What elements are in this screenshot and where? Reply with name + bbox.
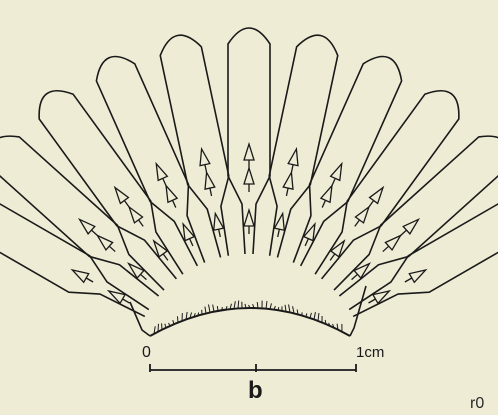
- blade-spine: [244, 210, 254, 234]
- blade-spine: [369, 291, 390, 303]
- receptacle-hair: [205, 307, 206, 314]
- scale-end-label: 1cm: [356, 345, 384, 360]
- blade: [315, 91, 459, 279]
- blade-spine: [97, 235, 115, 251]
- blade-outline: [349, 190, 498, 317]
- receptacle-hair: [213, 305, 214, 312]
- base-receptacle: [130, 286, 366, 336]
- blade: [96, 56, 204, 265]
- receptacle-hair: [234, 301, 235, 308]
- blade-spine: [200, 149, 210, 172]
- blade-spine: [156, 164, 167, 186]
- blade-spine: [369, 188, 383, 207]
- blade: [160, 35, 229, 257]
- receptacle-hair: [177, 316, 178, 322]
- blade: [349, 190, 498, 317]
- blade-spine: [154, 241, 168, 260]
- blade-spine: [129, 207, 143, 226]
- blade-spine: [115, 188, 129, 207]
- blade-outline: [0, 190, 149, 317]
- receptacle-hair: [266, 301, 267, 309]
- receptacle-hair: [198, 312, 199, 315]
- blade-spine: [244, 168, 254, 192]
- blade-spine: [383, 235, 401, 251]
- blade: [293, 56, 401, 265]
- receptacle-hair: [238, 300, 239, 308]
- blade-spine: [109, 291, 130, 303]
- scale-bar: [150, 364, 356, 372]
- blade-spine: [352, 264, 370, 280]
- receptacle-arc: [150, 308, 350, 336]
- blade-spine: [321, 186, 332, 208]
- blade: [0, 190, 149, 317]
- blade-spine: [166, 186, 177, 208]
- blade-spine: [288, 149, 298, 172]
- panel-label: b: [248, 379, 263, 403]
- receptacle-hairs: [154, 300, 342, 333]
- blade: [39, 91, 183, 279]
- blade-spine: [244, 144, 254, 168]
- blade: [269, 35, 338, 257]
- receptacle-hair: [318, 313, 319, 321]
- blade-spine: [283, 172, 293, 195]
- blade-spine: [72, 270, 93, 282]
- corner-mark: r0: [470, 396, 484, 412]
- blade-spine: [355, 207, 369, 226]
- receptacle-hair: [314, 312, 315, 319]
- blade-group: [0, 28, 498, 316]
- receptacle-hair: [217, 306, 218, 311]
- blade-spine: [330, 241, 344, 260]
- receptacle-left-edge: [130, 302, 150, 336]
- blade-spine: [401, 219, 419, 235]
- blade-spine: [129, 264, 147, 280]
- receptacle-hair: [310, 313, 311, 318]
- blade-spine: [80, 219, 98, 235]
- blade-spine: [331, 164, 342, 186]
- blade-spine: [405, 270, 426, 282]
- scale-start-label: 0: [142, 345, 151, 361]
- blade-spine: [205, 172, 215, 195]
- receptacle-hair: [209, 304, 210, 312]
- blade: [228, 28, 270, 254]
